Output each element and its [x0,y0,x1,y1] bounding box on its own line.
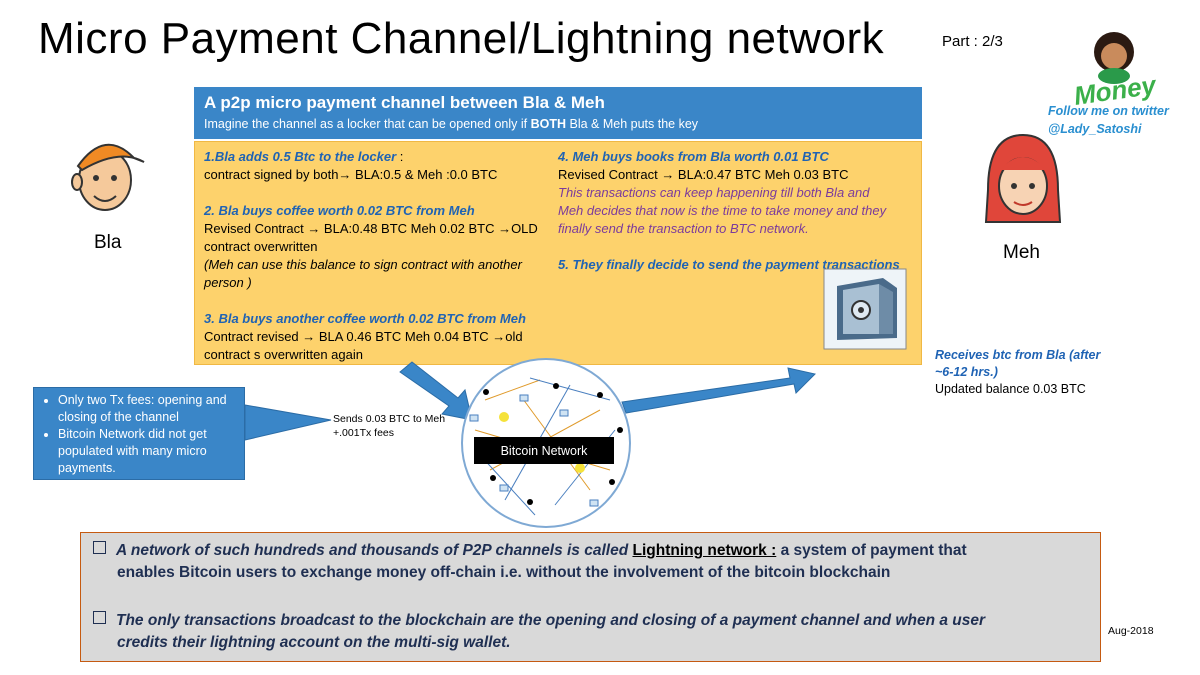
meh-label: Meh [1003,242,1040,263]
channel-subtitle: Imagine the channel as a locker that can… [204,117,699,131]
step-3-title: 3. Bla buys another coffee worth 0.02 BT… [204,311,526,326]
bla-label: Bla [94,232,122,253]
summary-box: A network of such hundreds and thousands… [80,532,1101,662]
sends-line-2: +.001Tx fees [333,427,394,439]
receives-line-2: ~6-12 hrs.) [935,365,998,379]
steps-right-column: 4. Meh buys books from Bla worth 0.01 BT… [558,148,918,274]
part-indicator: Part : 2/3 [942,33,1003,50]
follow-line: Follow me on twitter [1048,104,1169,118]
steps-left-column: 1.Bla adds 0.5 Btc to the locker : contr… [204,148,554,364]
updated-balance: Updated balance 0.03 BTC [935,382,1086,396]
step-2-note-1: (Meh can use this balance to sign contra… [204,257,522,272]
step-5-title: 5. They finally decide to send the payme… [558,257,900,272]
arrow-into-network [399,361,473,421]
step-2-note-2: person ) [204,275,252,290]
bitcoin-network-label: Bitcoin Network [474,437,614,464]
twitter-follow[interactable]: Follow me on twitter @Lady_Satoshi [1048,102,1169,138]
sends-line-1: Sends 0.03 BTC to Meh [333,413,446,425]
sends-note: Sends 0.03 BTC to Meh +.001Tx fees [333,412,445,440]
channel-title: A p2p micro payment channel between Bla … [204,93,605,112]
step-4-note-1: This transactions can keep happening til… [558,185,870,200]
step-3-line-2: contract s overwritten again [204,347,363,362]
locker-safe-icon [823,268,907,350]
fees-callout: Only two Tx fees: opening and closing of… [33,387,245,480]
step-2-line-1: Revised Contract → BLA:0.48 BTC Meh 0.02… [204,221,538,236]
step-3-line-1: Contract revised → BLA 0.46 BTC Meh 0.04… [204,329,523,344]
summary-point-2: The only transactions broadcast to the b… [93,610,985,654]
page-title: Micro Payment Channel/Lightning network [38,14,885,63]
checkbox-bullet-icon [93,611,106,624]
bla-avatar-icon [71,143,145,211]
step-1-line: contract signed by both→ BLA:0.5 & Meh :… [204,167,498,182]
checkbox-bullet-icon [93,541,106,554]
step-2-line-2: contract overwritten [204,239,318,254]
twitter-handle[interactable]: @Lady_Satoshi [1048,122,1142,136]
step-4-title: 4. Meh buys books from Bla worth 0.01 BT… [558,149,829,164]
meh-avatar-icon [984,133,1062,223]
channel-header: A p2p micro payment channel between Bla … [194,87,922,139]
receives-note: Receives btc from Bla (after ~6-12 hrs.)… [935,347,1100,398]
step-4-note-3: finally send the transaction to BTC netw… [558,221,809,236]
callout-item-1: Only two Tx fees: opening and closing of… [58,392,238,426]
lightning-network-term: Lightning network : [632,542,777,559]
step-1-title: 1.Bla adds 0.5 Btc to the locker : [204,149,404,164]
receives-line-1: Receives btc from Bla (after [935,348,1101,362]
step-4-note-2: Meh decides that now is the time to take… [558,203,887,218]
date-label: Aug-2018 [1108,625,1154,637]
steps-panel: 1.Bla adds 0.5 Btc to the locker : contr… [194,141,922,365]
step-4-line: Revised Contract → BLA:0.47 BTC Meh 0.03… [558,167,849,182]
step-2-title: 2. Bla buys coffee worth 0.02 BTC from M… [204,203,475,218]
summary-point-1: A network of such hundreds and thousands… [93,540,967,584]
arrow-out-of-network [621,367,816,414]
callout-item-2: Bitcoin Network did not get populated wi… [58,426,238,477]
callout-pointer [244,404,332,441]
money-logo-avatar: Money [1072,32,1159,106]
